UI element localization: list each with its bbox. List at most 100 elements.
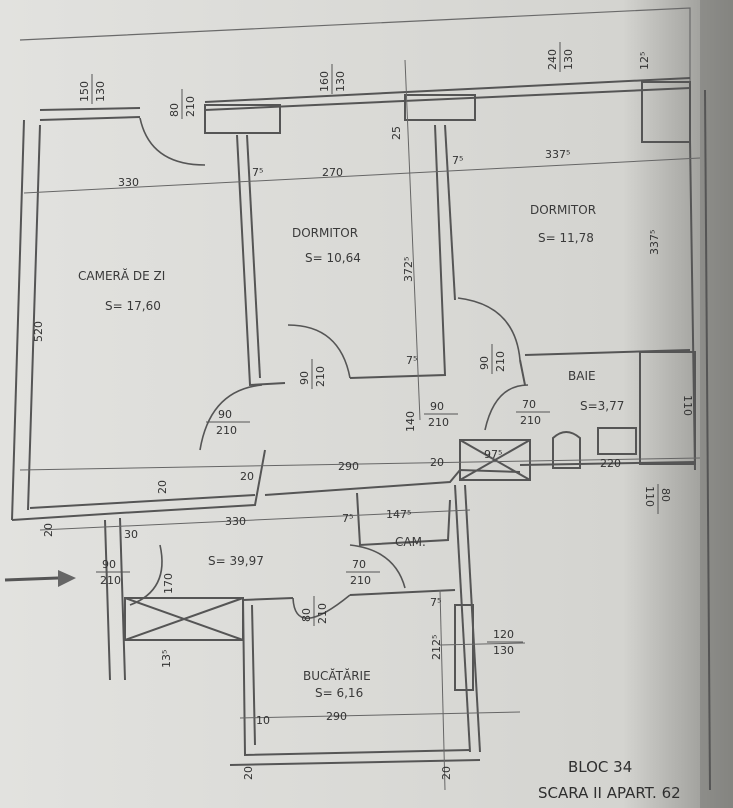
door-swing-bed1 [287,324,351,379]
dim-7-5-d: 7⁵ [342,512,353,525]
dimension-lines [19,59,701,791]
opening-balcony-door-h: 210 [184,96,197,117]
wall-entry-2 [119,517,126,681]
door-swing-closet [349,544,406,589]
opening-balcony-door: 80 210 [168,89,197,119]
bath-area: S=3,77 [580,399,624,413]
opening-door-bed1-b-h: 210 [428,416,449,429]
bedroom2-area: S= 11,78 [538,231,594,245]
opening-door-bed2: 90 210 [478,344,507,374]
wall-closet [356,492,451,547]
opening-win-mid-w: 160 [318,71,331,92]
dim-290-bottom: 290 [326,710,347,723]
dim-7-5-e: 7⁵ [430,596,441,609]
wall-kitchen-left [242,597,471,757]
door-swing-kitchen [292,594,351,620]
wall-bed1-right [349,124,447,379]
opening-door-entry-w: 90 [102,558,116,571]
wall-kitchen-left-inner [251,604,256,746]
opening-win-mid: 160 130 [318,64,347,94]
opening-door-bed1-h: 210 [314,366,327,387]
kitchen-window-frame [454,604,474,691]
wall-bottom [229,759,481,766]
opening-door-kitchen-h: 210 [350,574,371,587]
wall-kitchen-top-2 [349,589,456,596]
opening-door-entry: 90 210 [96,558,130,587]
dim-220: 220 [600,457,621,470]
door-swing-balcony [139,117,206,166]
door-swing-bed2 [457,297,521,361]
opening-door-bath: 70 210 [516,398,550,427]
wall-bed1-right-inner [444,124,456,301]
dimline-vertical-kitchen [439,589,446,791]
wall-kitchen-top [242,597,294,601]
dim-25: 25 [390,126,403,140]
page-frame-line [19,7,691,90]
opening-door-kitchen-w: 70 [352,558,366,571]
dim-330-top: 330 [118,176,139,189]
wall-living-bottom [11,449,266,521]
opening-door-bath-w: 70 [522,398,536,411]
wall-top-2 [39,107,141,111]
opening-win-right-w: 240 [546,49,559,70]
opening-door-bed2-h: 210 [494,351,507,372]
door-swing-entry [129,544,163,606]
dimline-horizontal-top [23,157,701,194]
dim-7-5-b: 7⁵ [452,154,463,167]
opening-door-kitchen: 70 210 [346,558,380,587]
wall-left-inner [27,124,41,511]
toilet [552,431,581,469]
opening-door-living: 90 210 [206,408,250,437]
wall-bath-top [524,349,691,356]
pillar-1 [204,104,281,134]
bedroom1-area: S= 10,64 [305,251,361,265]
closet-name: CAM. [395,535,426,549]
opening-win-left-h: 130 [94,81,107,102]
bath-tub [597,427,637,455]
wall-top [39,116,141,121]
dim-13-5: 13⁵ [160,650,173,668]
dim-337-5-v: 337⁵ [648,230,661,255]
opening-door-bath-h: 210 [520,414,541,427]
dim-140: 140 [404,411,417,432]
wall-top-4 [204,77,691,103]
opening-door-kitchen-b: 80 210 [300,596,329,626]
door-swings [129,117,529,620]
opening-door-living-w: 90 [218,408,232,421]
opening-win-side: 80 110 [643,484,672,514]
opening-door-bed1: 90 210 [298,359,327,389]
door-swing-living [199,384,263,451]
dim-212-5: 212⁵ [430,635,443,660]
wall-corridor-right [454,484,471,753]
title-scara-apart: SCARA II APART. 62 [538,784,681,802]
wall-mid-corridor [264,468,521,496]
opening-door-bed1-b-w: 90 [430,400,444,413]
living-room-name: CAMERĂ DE ZI [78,268,165,283]
dim-372-5: 372⁵ [402,257,415,282]
opening-win-kitchen: 120 130 [487,628,523,657]
opening-win-kitchen-h: 130 [493,644,514,657]
opening-door-kitchen-b-w: 80 [300,608,313,622]
walls [11,77,711,791]
door-swing-bath [484,384,529,431]
opening-door-living-h: 210 [216,424,237,437]
dimline-horizontal-bottom [239,711,521,719]
opening-balcony-door-w: 80 [168,103,181,117]
dim-520: 520 [32,321,45,342]
dim-20-e: 20 [440,766,453,780]
wall-right-2 [704,89,711,791]
vent-cross-2 [459,439,531,481]
dim-170: 170 [162,573,175,594]
opening-win-side-w: 80 [659,488,672,502]
wall-left [11,119,25,521]
opening-win-kitchen-w: 120 [493,628,514,641]
dim-330-mid: 330 [225,515,246,528]
dimline-horizontal-mid [19,457,701,471]
wall-bath-bottom [519,461,696,466]
bath-shaft [639,351,696,465]
wardrobe-cross-2 [124,597,244,641]
kitchen-name: BUCĂTĂRIE [303,668,371,683]
opening-win-right: 240 130 [546,42,575,72]
